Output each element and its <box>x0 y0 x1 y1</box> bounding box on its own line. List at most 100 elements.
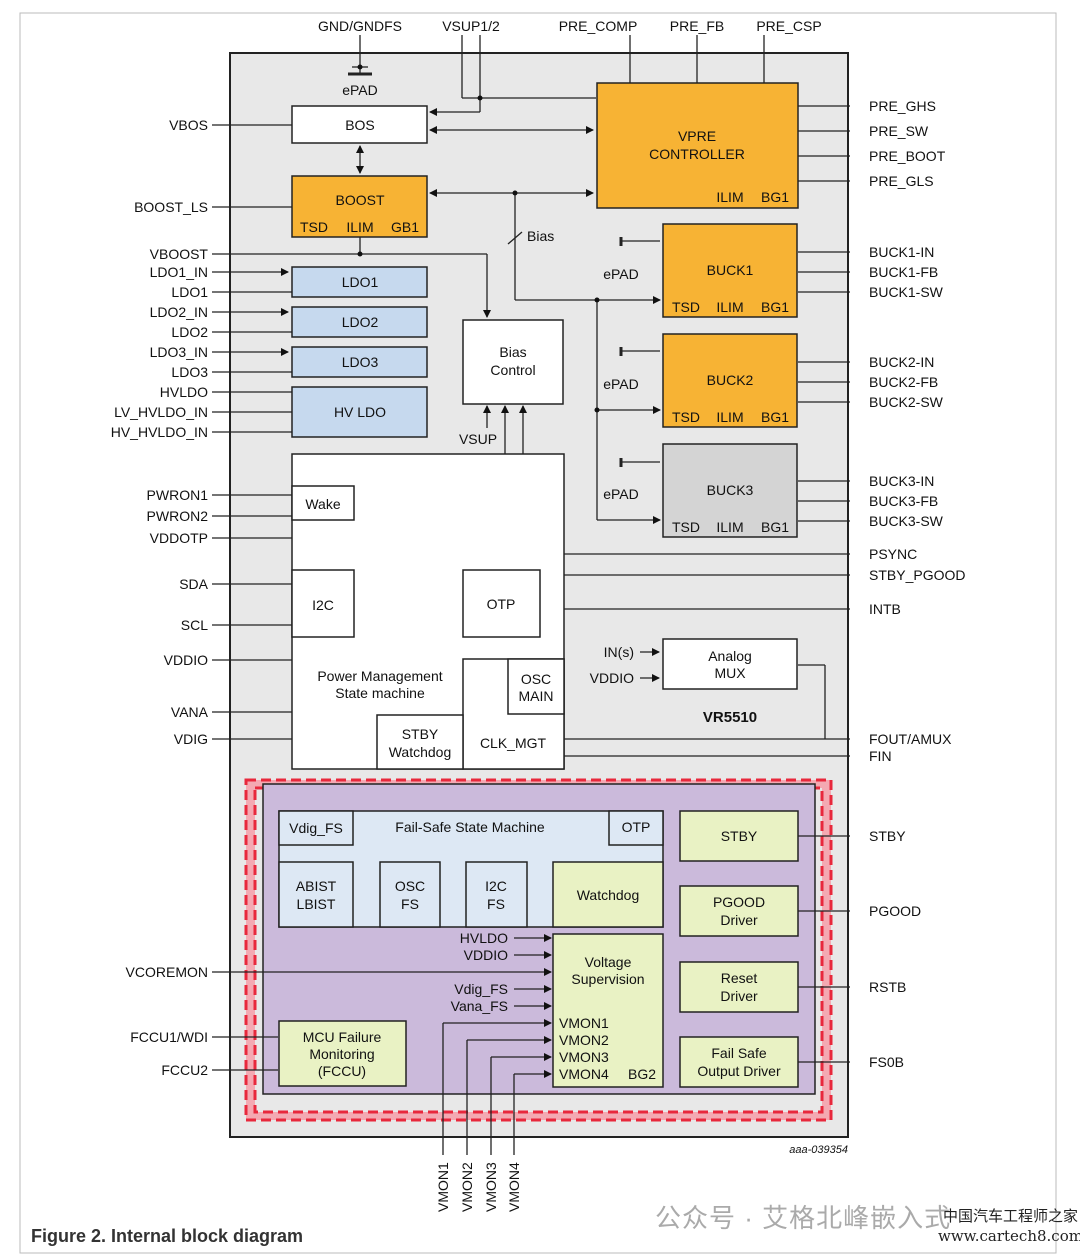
vdig-fs-block <box>278 810 354 846</box>
hvldo-block <box>291 386 428 438</box>
abist-block <box>278 861 354 928</box>
pin-fs0b: FS0B <box>869 1054 904 1070</box>
pin-buck3-sw: BUCK3-SW <box>869 513 944 529</box>
pin-gnd: GND/GNDFS <box>318 18 402 34</box>
site-name: 中国汽车工程师之家 <box>942 1207 1078 1225</box>
pin-buck2-sw: BUCK2-SW <box>869 394 944 410</box>
pin-pwron2: PWRON2 <box>147 508 209 524</box>
fs-stby-label: STBY <box>721 828 758 844</box>
boost-block <box>291 175 428 238</box>
buck1-block <box>662 223 798 318</box>
pin-hvldo: HVLDO <box>160 384 208 400</box>
pm-label-2: State machine <box>335 685 425 701</box>
pin-fin: FIN <box>869 748 892 764</box>
vpre-ilim-label: ILIM <box>716 189 743 205</box>
buck3-block <box>662 443 798 538</box>
pin-vmon4: VMON4 <box>506 1162 522 1212</box>
pin-vmon2: VMON2 <box>459 1162 475 1212</box>
pin-intb: INTB <box>869 601 901 617</box>
pin-buck1-fb: BUCK1-FB <box>869 264 938 280</box>
pin-stby: STBY <box>869 828 906 844</box>
buck2-ilim: ILIM <box>716 409 743 425</box>
i2c-fs-label-1: I2C <box>485 878 507 894</box>
vs-vmon1: VMON1 <box>559 1015 609 1031</box>
i2c-fs-block <box>465 861 528 928</box>
stby-wd-label-1: STBY <box>402 726 439 742</box>
buck3-bg1: BG1 <box>761 519 789 535</box>
vs-bg2: BG2 <box>628 1066 656 1082</box>
boost-gb1-label: GB1 <box>391 219 419 235</box>
pin-buck3-fb: BUCK3-FB <box>869 493 938 509</box>
vdig-fs-label: Vdig_FS <box>289 820 343 836</box>
ldo2-block <box>291 306 428 338</box>
osc-fs-label-2: FS <box>401 896 419 912</box>
pin-fccu2: FCCU2 <box>161 1062 208 1078</box>
left-pin-labels: VBOS BOOST_LS VBOOST LDO1_IN LDO1 LDO2_I… <box>111 117 209 1078</box>
ldo1-label: LDO1 <box>342 274 379 290</box>
pin-hv-hvldo-in: HV_HVLDO_IN <box>111 424 208 440</box>
pin-boost-ls: BOOST_LS <box>134 199 208 215</box>
pin-ldo3: LDO3 <box>171 364 208 380</box>
vs-hvldo-in: HVLDO <box>460 930 508 946</box>
pin-pwron1: PWRON1 <box>147 487 209 503</box>
figure-frame <box>19 12 1057 1254</box>
epad-label-top: ePAD <box>342 82 378 98</box>
reset-label-1: Reset <box>721 970 758 986</box>
reset-driver-block <box>679 961 799 1013</box>
boost-ilim-label: ILIM <box>346 219 373 235</box>
pin-buck2-fb: BUCK2-FB <box>869 374 938 390</box>
abist-label-1: ABIST <box>296 878 337 894</box>
pin-buck1-sw: BUCK1-SW <box>869 284 944 300</box>
pgood-label-1: PGOOD <box>713 894 765 910</box>
vs-vmon3: VMON3 <box>559 1049 609 1065</box>
pgood-label-2: Driver <box>720 912 758 928</box>
mcu-failure-block <box>278 1020 407 1087</box>
hvldo-label: HV LDO <box>334 404 386 420</box>
watchdog-block <box>552 861 664 928</box>
i2c-block <box>291 569 355 638</box>
vs-vddio-in: VDDIO <box>464 947 508 963</box>
pin-vana: VANA <box>171 704 209 720</box>
osc-main-block <box>507 658 565 715</box>
buck1-bg1: BG1 <box>761 299 789 315</box>
mcu-label-3: (FCCU) <box>318 1063 366 1079</box>
ldo1-block <box>291 266 428 298</box>
mux-vddio-label: VDDIO <box>590 670 634 686</box>
vpre-bg1-label: BG1 <box>761 189 789 205</box>
buck2-tsd: TSD <box>672 409 700 425</box>
i2c-fs-label-2: FS <box>487 896 505 912</box>
pin-vmon3: VMON3 <box>483 1162 499 1212</box>
fsafe-label-1: Fail Safe <box>711 1045 766 1061</box>
pin-vcoremon: VCOREMON <box>126 964 208 980</box>
wake-block <box>291 485 355 521</box>
fs-sm-label: Fail-Safe State Machine <box>395 819 545 835</box>
pin-pgood: PGOOD <box>869 903 921 919</box>
fs-otp-block <box>608 810 664 846</box>
vs-label-2: Supervision <box>571 971 644 987</box>
voltage-supervision-block <box>552 933 664 1088</box>
buck3-label: BUCK3 <box>707 482 754 498</box>
pin-lv-hvldo-in: LV_HVLDO_IN <box>114 404 208 420</box>
vs-vmon4: VMON4 <box>559 1066 609 1082</box>
bias-control-block <box>462 319 564 405</box>
mux-in-label: IN(s) <box>604 644 634 660</box>
pin-sda: SDA <box>179 576 208 592</box>
pin-rstb: RSTB <box>869 979 906 995</box>
pm-label-1: Power Management <box>317 668 442 684</box>
bias-control-label-2: Control <box>490 362 535 378</box>
pin-pre-gls: PRE_GLS <box>869 173 934 189</box>
wake-label: Wake <box>305 496 340 512</box>
pin-vmon1: VMON1 <box>435 1162 451 1212</box>
pin-vddio: VDDIO <box>164 652 208 668</box>
pin-vdig: VDIG <box>174 731 208 747</box>
boost-label: BOOST <box>335 192 384 208</box>
pin-vddotp: VDDOTP <box>150 530 208 546</box>
otp-label: OTP <box>487 596 516 612</box>
pin-pre-fb: PRE_FB <box>670 18 724 34</box>
buck3-ilim: ILIM <box>716 519 743 535</box>
mux-label-1: Analog <box>708 648 752 664</box>
pin-vbos: VBOS <box>169 117 208 133</box>
pin-fccu1: FCCU1/WDI <box>130 1029 208 1045</box>
bos-block <box>291 105 428 144</box>
